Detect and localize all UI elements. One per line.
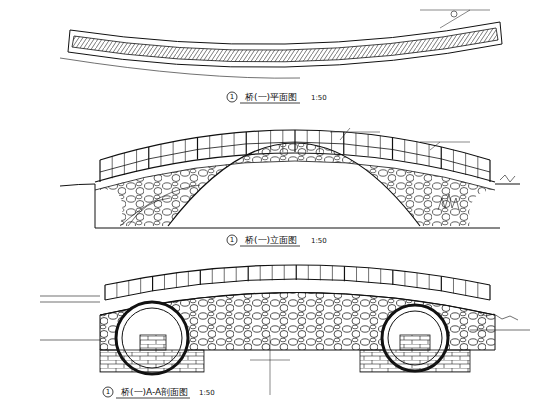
railing-post — [477, 283, 478, 298]
railing-post — [270, 130, 271, 152]
scale-text: 1:50 — [198, 390, 216, 397]
railing-post — [307, 130, 308, 152]
railing-post — [176, 273, 177, 288]
title-marker — [227, 92, 237, 102]
railing-post — [343, 132, 344, 154]
railing-post — [332, 266, 333, 281]
railing-post — [124, 153, 125, 175]
railing-post — [441, 147, 442, 169]
railing-post — [416, 142, 417, 164]
railing-post — [392, 138, 393, 160]
railing-post — [284, 265, 285, 280]
view-title: 桥(一)A-A剖面图 — [120, 388, 189, 397]
railing-post — [221, 134, 222, 156]
railing-post — [136, 150, 137, 172]
railing-post — [224, 268, 225, 283]
railing-post — [246, 132, 247, 154]
railing-post — [489, 160, 490, 182]
railing-post — [294, 130, 295, 152]
railing-post — [112, 156, 113, 178]
railing-post — [453, 278, 454, 293]
railing-post — [441, 276, 442, 291]
scale-text: 1:50 — [310, 238, 328, 245]
railing-post — [188, 271, 189, 286]
railing-post — [489, 285, 490, 300]
railing-post — [380, 136, 381, 158]
view-title: 桥(一)立面图 — [244, 236, 298, 245]
railing-post — [417, 273, 418, 288]
railing-post — [236, 267, 237, 282]
railing-post — [197, 138, 198, 160]
railing-post — [160, 144, 161, 166]
railing-post — [248, 266, 249, 281]
railing-post — [308, 265, 309, 280]
railing-post — [140, 278, 141, 293]
railing-post — [116, 283, 117, 298]
railing-post — [173, 142, 174, 164]
railing-post — [368, 268, 369, 283]
railing-post — [465, 153, 466, 175]
railing-post — [260, 266, 261, 281]
railing-post — [465, 280, 466, 295]
scale-text: 1:50 — [310, 95, 328, 102]
railing-post — [380, 269, 381, 284]
view-number: 1 — [230, 94, 234, 101]
railing-post — [164, 274, 165, 289]
railing-post — [404, 271, 405, 286]
section-view — [40, 265, 530, 395]
railing-post — [212, 269, 213, 284]
railing-post — [319, 130, 320, 152]
railing-post — [429, 144, 430, 166]
railing-post — [404, 139, 405, 161]
railing-post — [320, 265, 321, 280]
view-number: 1 — [230, 237, 234, 244]
railing-post — [368, 134, 369, 156]
railing-post — [429, 274, 430, 289]
railing-post — [477, 156, 478, 178]
railing-post — [104, 285, 105, 300]
railing-post — [209, 136, 210, 158]
railing-post — [185, 139, 186, 161]
elevation-view — [60, 128, 520, 228]
railing-post — [200, 270, 201, 285]
title-marker — [103, 387, 113, 397]
railing-post — [453, 150, 454, 172]
railing-post — [148, 147, 149, 169]
railing-post — [282, 130, 283, 152]
railing-post — [355, 133, 356, 155]
railing-post — [128, 280, 129, 295]
plan-view — [60, 10, 502, 78]
view-number: 1 — [106, 389, 110, 396]
railing-post — [356, 267, 357, 282]
railing-post — [258, 131, 259, 153]
railing-post — [296, 265, 297, 280]
railing-post — [99, 160, 100, 182]
railing-post — [344, 266, 345, 281]
railing-post — [152, 276, 153, 291]
railing-post — [331, 131, 332, 153]
view-title: 桥(一)平面图 — [244, 93, 298, 102]
railing-post — [392, 270, 393, 285]
railing-post — [234, 133, 235, 155]
title-marker — [227, 235, 237, 245]
railing-post — [272, 265, 273, 280]
